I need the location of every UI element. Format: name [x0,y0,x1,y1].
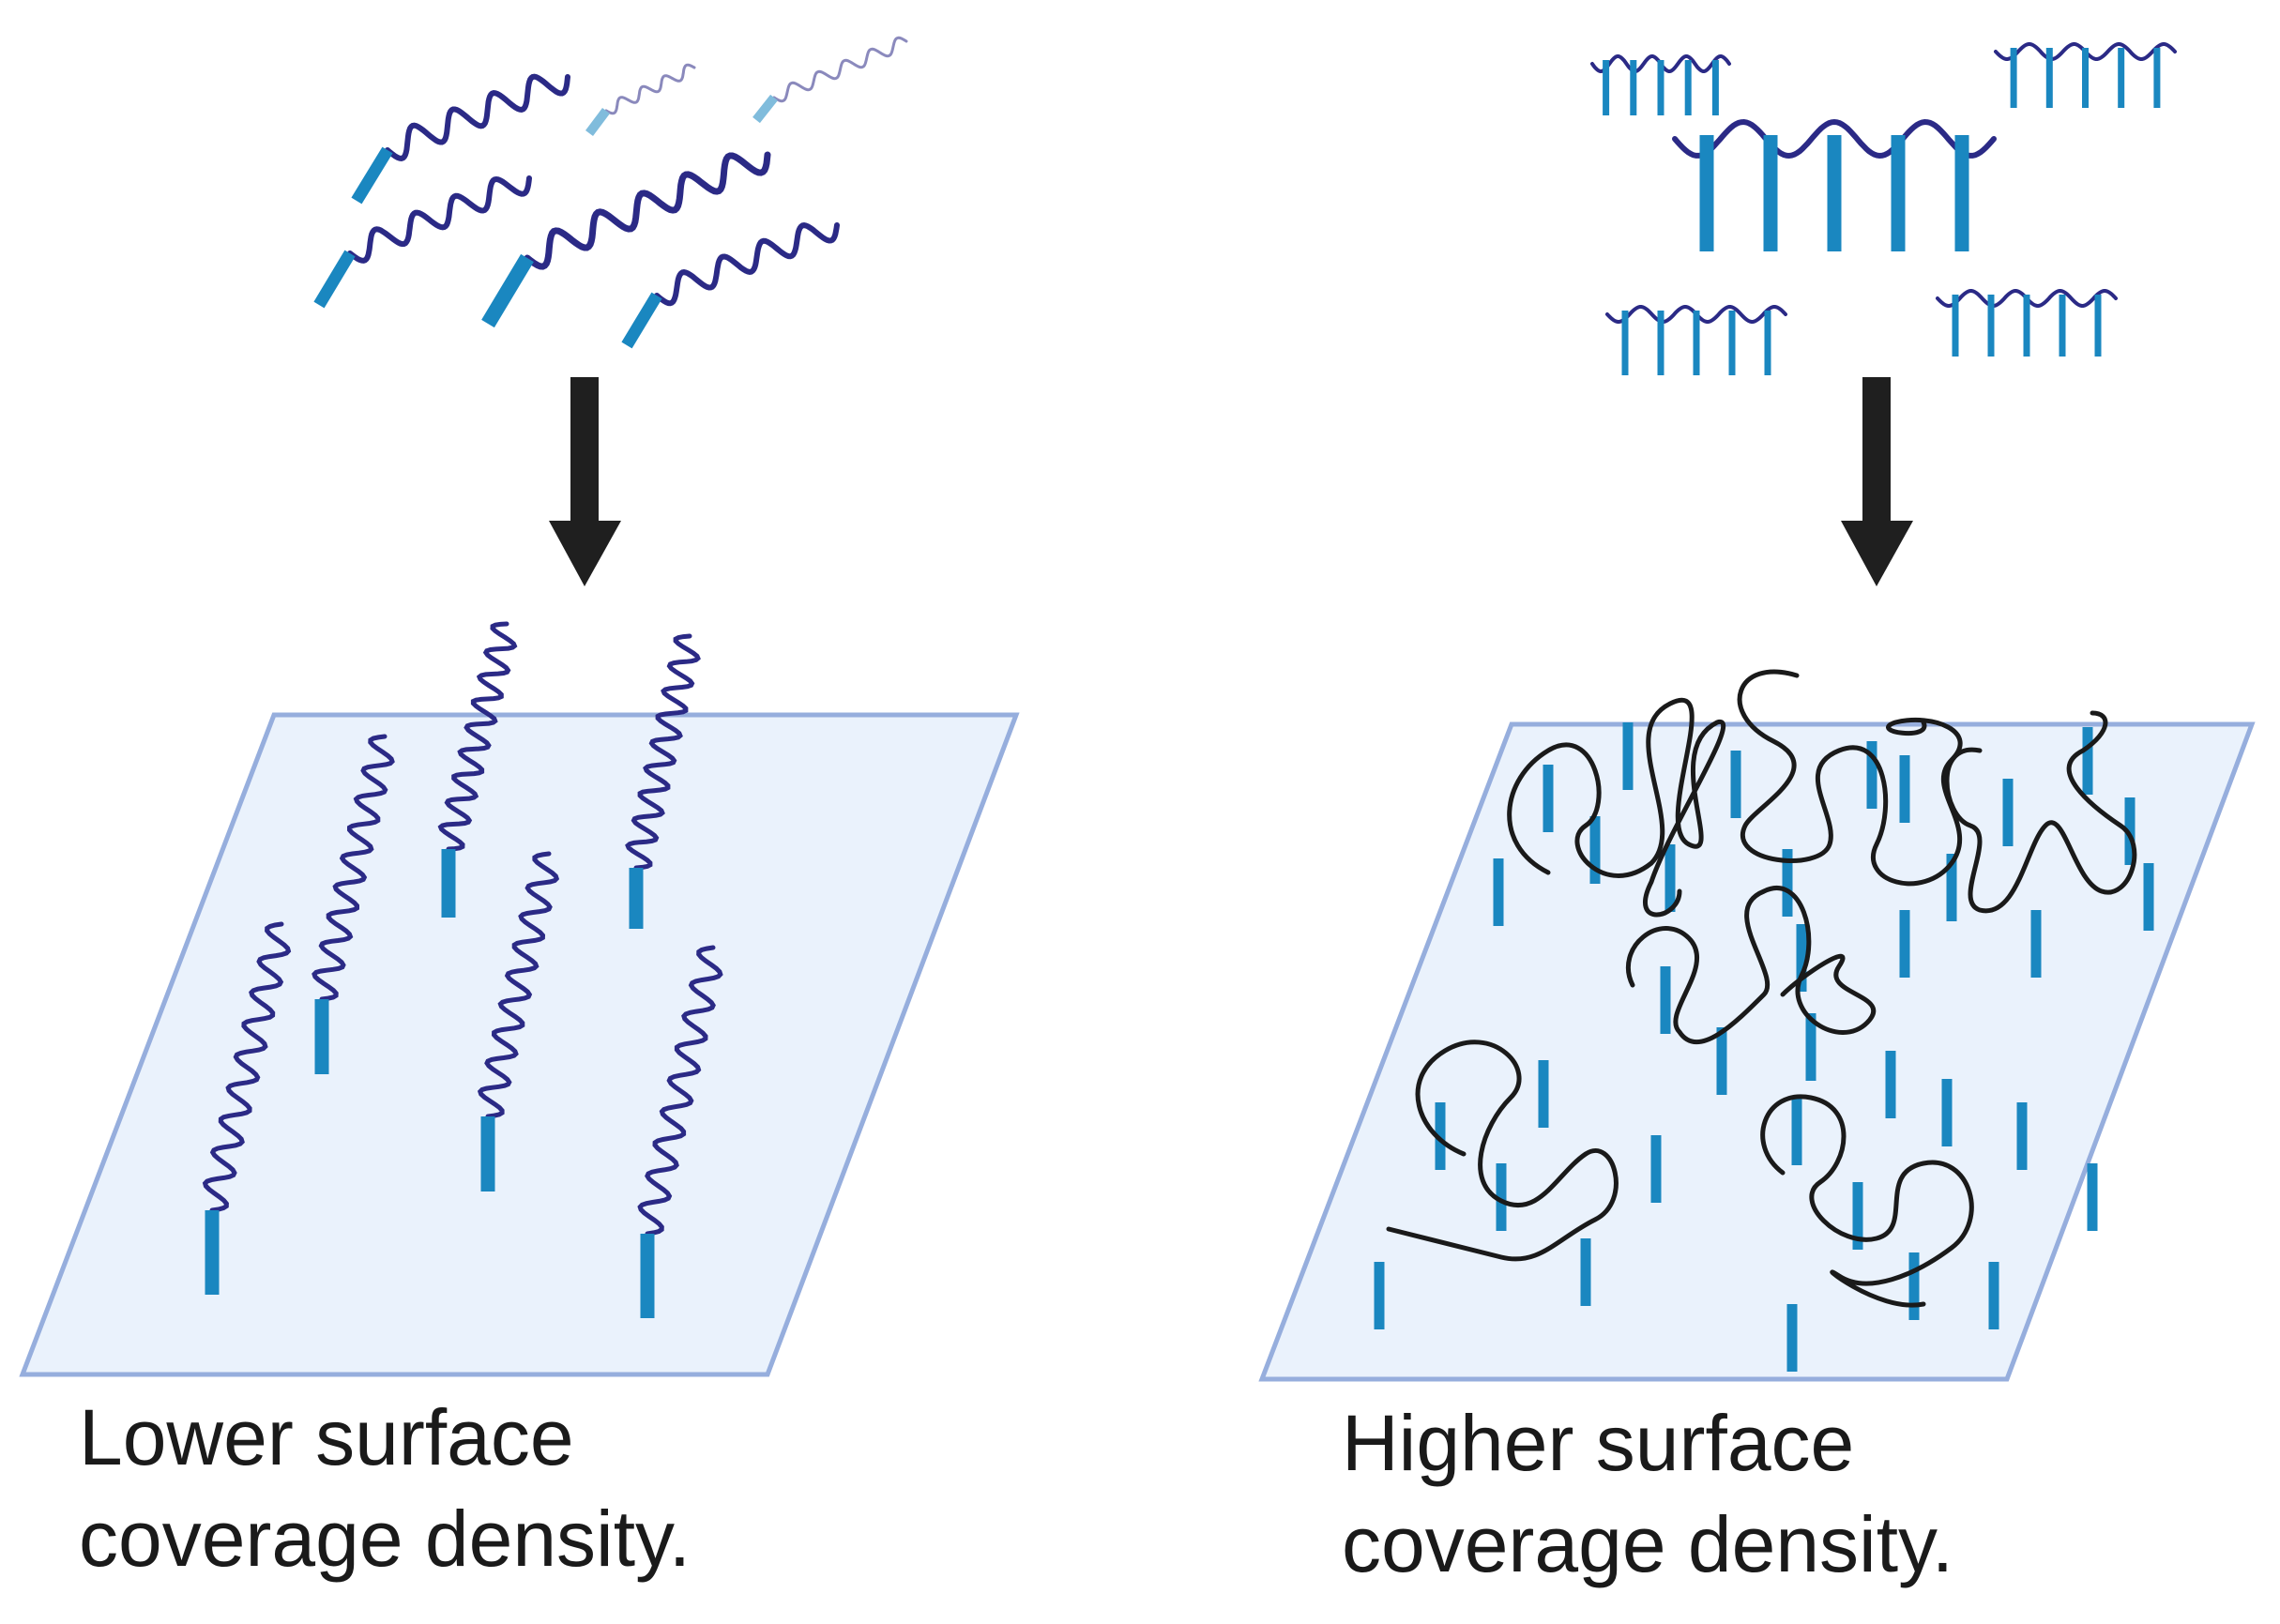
collapsed-chain [1760,1094,1974,1308]
caption-right-line2: coverage density. [1342,1500,1954,1588]
grafted-chain [625,633,701,929]
surface-right [1258,721,2256,1382]
caption-left-line1: Lower surface [79,1393,574,1481]
comb-chain [1590,54,1731,115]
comb-chain [1994,42,2177,108]
free-chain [621,222,840,349]
collapsed-chain [1625,886,1877,1045]
down-arrow-left [549,377,621,586]
free-comb-chains-right [1590,42,2177,375]
comb-chain [1605,305,1787,375]
collapsed-chains-right [1386,669,2137,1308]
free-chain [313,175,532,309]
free-chain [351,73,570,205]
free-chain [481,151,771,328]
caption-right: Higher surface coverage density. [1342,1392,1953,1595]
free-chain [752,36,908,124]
caption-left: Lower surface coverage density. [79,1387,691,1589]
surface-left [19,712,1020,1377]
grafted-chain [637,945,723,1318]
collapsed-chain [1944,710,2137,914]
comb-chain [1672,118,1997,251]
grafted-chain [202,921,292,1295]
grafted-chain [437,621,518,918]
collapsed-chain [1737,669,1963,887]
caption-right-line1: Higher surface [1342,1399,1855,1487]
grafted-chain [312,734,395,1074]
caption-left-line2: coverage density. [79,1495,692,1583]
collapsed-chain [1386,1040,1619,1262]
free-chain [585,63,696,136]
collapsed-chain [1507,698,1725,918]
grafted-chain [477,851,560,1191]
free-polymer-chains-left [313,36,908,349]
grafted-chains-left [202,621,723,1318]
surface-anchors-right [1374,722,2154,1372]
comb-chain [1936,289,2118,357]
down-arrow-right [1841,377,1913,586]
